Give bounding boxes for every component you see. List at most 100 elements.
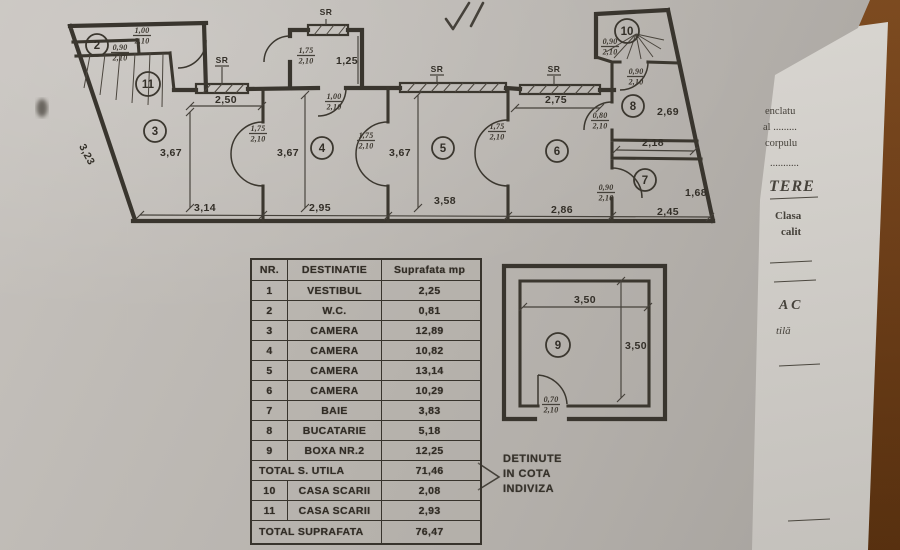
room-number: 5 [440, 143, 447, 155]
dim-label: 3,23 [76, 142, 97, 167]
table-row: 8 BUCATARIE 5,18 [252, 421, 480, 441]
header-suprafata: Suprafata mp [393, 264, 466, 276]
table-row: 7 BAIE 3,83 [252, 401, 480, 421]
svg-text:1,75: 1,75 [490, 122, 505, 131]
cell-dest: CASA SCARII [288, 501, 382, 520]
svg-text:2,10: 2,10 [358, 142, 374, 151]
cell-nr: 11 [252, 501, 288, 520]
cota-indiviza-note: DETINUTE IN COTA INDIVIZA [503, 452, 562, 497]
room-number: 4 [319, 143, 326, 155]
note-line: INDIVIZA [503, 483, 555, 495]
svg-text:2,10: 2,10 [543, 406, 559, 415]
cell-nr: 9 [252, 441, 288, 460]
svg-text:2,10: 2,10 [598, 194, 614, 203]
dim-label: 2,45 [657, 206, 679, 218]
pen-checkmark-icon [444, 1, 485, 31]
door-size-label: 0,80 2,10 [591, 111, 609, 131]
cell-total-mp: 71,46 [415, 464, 444, 477]
dim-label: 2,95 [309, 202, 331, 214]
cell-mp: 2,93 [418, 504, 441, 517]
cell-nr: 6 [252, 381, 288, 400]
table-row: 9 BOXA NR.2 12,25 [252, 441, 480, 461]
dim-label: 3,14 [194, 202, 216, 214]
total-suprafata-row: TOTAL SUPRAFATA 76,47 [252, 521, 480, 543]
cell-dest: VESTIBUL [288, 281, 382, 300]
cell-mp: 5,18 [418, 424, 441, 437]
door-size-label: 0,90 2,10 [601, 37, 619, 57]
cell-nr: 2 [252, 301, 288, 320]
table-row: 3 CAMERA 12,89 [252, 321, 480, 341]
room-number: 3 [152, 126, 158, 138]
svg-text:2,10: 2,10 [592, 122, 608, 131]
underlying-page-lines [769, 196, 831, 522]
cell-dest: CASA SCARII [288, 481, 382, 500]
header-nr: NR. [252, 260, 288, 280]
dim-label: 3,58 [434, 195, 456, 207]
svg-text:2,10: 2,10 [298, 57, 314, 66]
cell-total-mp: 76,47 [415, 526, 444, 538]
door-size-label: 1,75 2,10 [297, 46, 315, 66]
cell-nr: 1 [252, 281, 288, 300]
room-number: 11 [142, 79, 155, 91]
dim-label: 3,50 [574, 294, 596, 306]
svg-text:0,90: 0,90 [603, 37, 618, 46]
door-size-label: 1,00 2,10 [133, 26, 151, 46]
annex-room9-plan: 3,50 3,50 [501, 263, 668, 422]
stair-treads [83, 33, 665, 108]
cell-dest: CAMERA [288, 341, 382, 360]
room-numbers: 2 11 3 4 5 6 7 8 10 9 [85, 18, 657, 358]
room-number: 7 [642, 175, 648, 187]
dim-label: 3,67 [389, 147, 411, 159]
dim-label: 3,67 [277, 147, 299, 159]
table-row: 2 W.C. 0,81 [252, 301, 480, 321]
svg-text:0,90: 0,90 [629, 67, 644, 76]
door-size-labels: 1,75 2,10 1,75 2,10 1,75 2,10 1,75 2,10 … [111, 26, 645, 415]
room-number: 9 [555, 340, 561, 352]
ink-smudge [36, 99, 48, 117]
cell-dest: CAMERA [288, 321, 382, 340]
svg-text:2,10: 2,10 [489, 133, 505, 142]
svg-text:0,70: 0,70 [544, 395, 559, 404]
cell-dest: BAIE [288, 401, 382, 420]
table-row: 11 CASA SCARII 2,93 [252, 501, 480, 521]
door-size-label: 1,75 2,10 [357, 131, 375, 151]
table-header-row: NR. DESTINATIE Suprafata mp [252, 260, 480, 281]
cell-total-label: TOTAL S. UTILA [252, 461, 382, 480]
cell-total-label: TOTAL SUPRAFATA [252, 521, 382, 543]
cell-mp: 0,81 [418, 304, 441, 317]
cell-mp: 10,29 [415, 384, 444, 397]
dim-label: 2,18 [642, 137, 664, 149]
dim-label: 2,86 [551, 204, 573, 216]
cell-dest: W.C. [288, 301, 382, 320]
svg-text:2,10: 2,10 [602, 48, 618, 57]
header-destinatie: DESTINATIE [288, 260, 382, 280]
area-table: NR. DESTINATIE Suprafata mp 1 VESTIBUL 2… [250, 258, 482, 545]
sr-label: SR [216, 55, 229, 65]
table-row: 10 CASA SCARII 2,08 [252, 481, 480, 501]
cell-dest: BOXA NR.2 [288, 441, 382, 460]
table-row: 6 CAMERA 10,29 [252, 381, 480, 401]
note-line: DETINUTE [503, 453, 562, 465]
svg-text:2,10: 2,10 [134, 37, 150, 46]
table-row: 5 CAMERA 13,14 [252, 361, 480, 381]
cell-dest: CAMERA [288, 361, 382, 380]
svg-text:2,10: 2,10 [326, 103, 342, 112]
svg-text:1,00: 1,00 [135, 26, 150, 35]
cell-nr: 10 [252, 481, 288, 500]
sr-window-flags: SR SR SR SR [215, 7, 561, 85]
room-number: 8 [630, 101, 637, 113]
sr-label: SR [431, 64, 444, 74]
cell-nr: 7 [252, 401, 288, 420]
svg-text:0,80: 0,80 [593, 111, 608, 120]
cell-nr: 4 [252, 341, 288, 360]
cell-nr: 5 [252, 361, 288, 380]
svg-text:2,10: 2,10 [112, 54, 128, 63]
room-number: 10 [621, 26, 634, 38]
note-line: IN COTA [503, 468, 551, 480]
door-arcs [177, 35, 649, 199]
cell-dest: CAMERA [288, 381, 382, 400]
svg-text:0,90: 0,90 [599, 183, 614, 192]
door-size-label: 0,70 2,10 [542, 395, 560, 415]
